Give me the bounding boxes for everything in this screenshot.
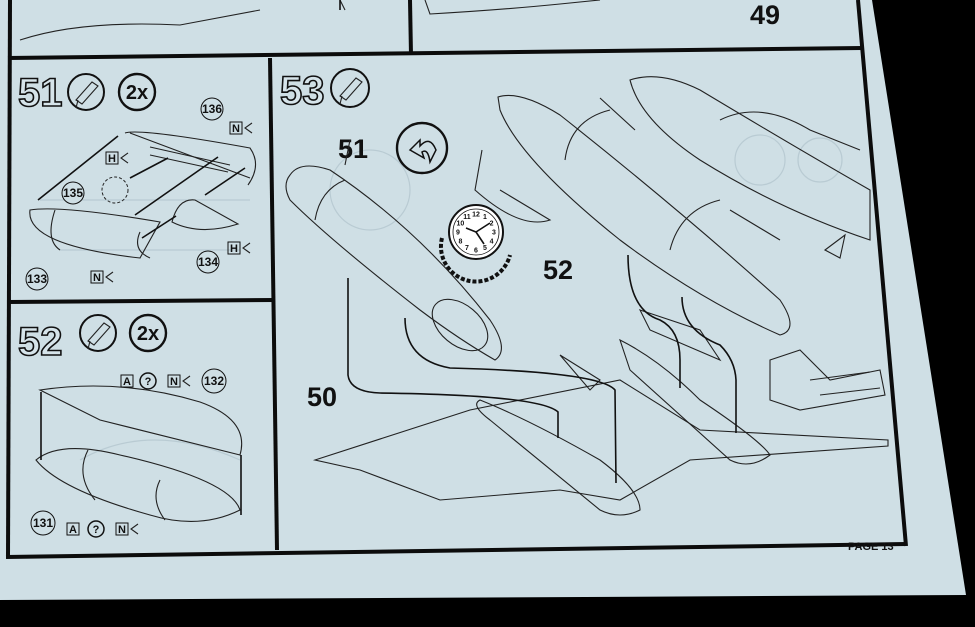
quantity-badge: 2x (128, 313, 168, 353)
show-through-ghost-lines (40, 134, 843, 461)
svg-text:A: A (123, 376, 131, 388)
quantity-badge: 2x (117, 72, 157, 112)
paint-flag-n: N (229, 121, 253, 135)
assembly-arrows (37, 135, 246, 239)
clock-number: 5 (483, 245, 487, 252)
svg-text:?: ? (93, 524, 100, 536)
part-135-label: 135 (61, 181, 85, 205)
flip-over-icon (395, 121, 449, 175)
top-panel-drawings (19, 0, 601, 41)
svg-text:134: 134 (198, 255, 218, 269)
callout-52: 52 (543, 255, 573, 285)
assembly-arrows (40, 392, 242, 515)
svg-text:2x: 2x (126, 82, 148, 104)
clock-number: 8 (458, 239, 462, 246)
svg-text:N: N (93, 272, 101, 284)
clock-number: 2 (490, 221, 494, 228)
step-52-panel: 52 2x 132 131 A ? N A ? N (17, 313, 243, 538)
svg-text:H: H (108, 153, 116, 165)
paint-flag-h: H (105, 151, 129, 165)
svg-text:136: 136 (202, 102, 222, 116)
paint-flag-n: N (90, 270, 114, 284)
paint-mix-label-top: A ? N (120, 372, 191, 390)
callout-51: 51 (338, 134, 368, 164)
svg-text:H: H (230, 243, 238, 255)
svg-text:131: 131 (33, 516, 53, 530)
svg-text:N: N (118, 524, 126, 536)
step-number: 53 (280, 69, 325, 113)
part-132-label: 132 (201, 368, 227, 394)
step-51-panel: 51 2x 136 135 134 133 N H (17, 70, 257, 291)
step-number: 52 (18, 320, 63, 364)
part-131-label: 131 (30, 510, 56, 536)
clock-number: 6 (474, 248, 478, 255)
part-133-label: 133 (25, 267, 49, 291)
svg-text:2x: 2x (137, 323, 159, 345)
clock-number: 11 (463, 214, 471, 221)
part-134-label: 134 (196, 250, 220, 274)
clock-number: 12 (472, 212, 480, 219)
svg-text:?: ? (145, 376, 152, 388)
paint-flag-h: H (227, 241, 251, 255)
aircraft-drawing (285, 76, 889, 516)
clock-number: 9 (456, 230, 460, 237)
clock-number: 4 (490, 239, 494, 246)
step-number: 51 (18, 71, 63, 115)
svg-text:135: 135 (63, 186, 83, 200)
clock-number: 10 (457, 221, 465, 228)
part-drawings (35, 385, 243, 522)
callout-50: 50 (307, 382, 337, 412)
clock-number: 1 (483, 214, 487, 221)
part-136-label: 136 (200, 97, 224, 121)
svg-text:132: 132 (204, 374, 224, 388)
clock-number: 7 (465, 245, 469, 252)
callout-49: 49 (750, 0, 780, 30)
svg-text:A: A (69, 524, 77, 536)
svg-text:N: N (170, 376, 178, 388)
svg-text:N: N (232, 123, 240, 135)
paint-mix-label-bottom: A ? N (66, 520, 139, 538)
part-drawings (29, 131, 257, 259)
page-number: PAGE 13 (848, 541, 894, 553)
panel-frames (5, 0, 908, 559)
glue-icon (330, 68, 370, 108)
svg-text:133: 133 (27, 272, 47, 286)
placement-arrows (347, 254, 737, 484)
glue-icon (79, 314, 117, 352)
clock-number: 3 (492, 230, 496, 237)
glue-icon (67, 73, 105, 111)
